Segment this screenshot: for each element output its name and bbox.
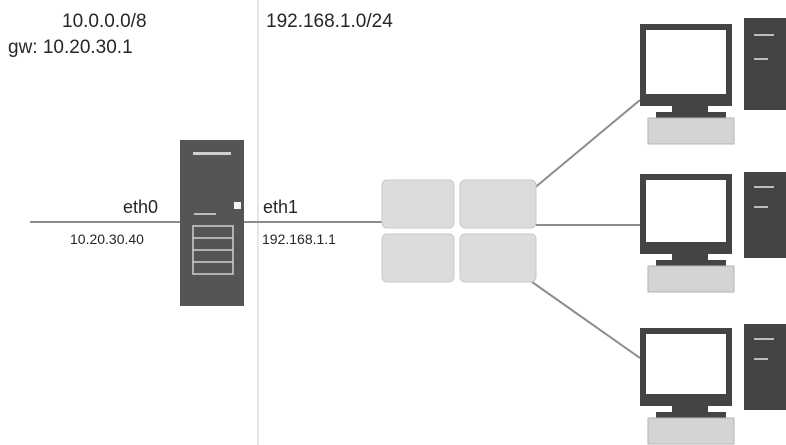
- workstation-icon: [640, 172, 786, 293]
- cable-switch-workstation-1: [531, 99, 641, 191]
- workstation-icon: [640, 324, 786, 445]
- router-server-icon: [180, 140, 244, 306]
- eth1-ip-label: 192.168.1.1: [262, 231, 336, 247]
- external-network-gateway: gw: 10.20.30.1: [8, 37, 133, 58]
- eth1-label: eth1: [263, 197, 299, 217]
- workstation-icon: [640, 18, 786, 145]
- cable-switch-workstation-3: [531, 281, 641, 359]
- internal-network-cidr: 192.168.1.0/24: [266, 11, 393, 32]
- switch-icon: [381, 179, 537, 283]
- eth0-ip-label: 10.20.30.40: [70, 231, 144, 247]
- eth0-label: eth0: [123, 197, 159, 217]
- external-network-cidr: 10.0.0.0/8: [62, 11, 147, 32]
